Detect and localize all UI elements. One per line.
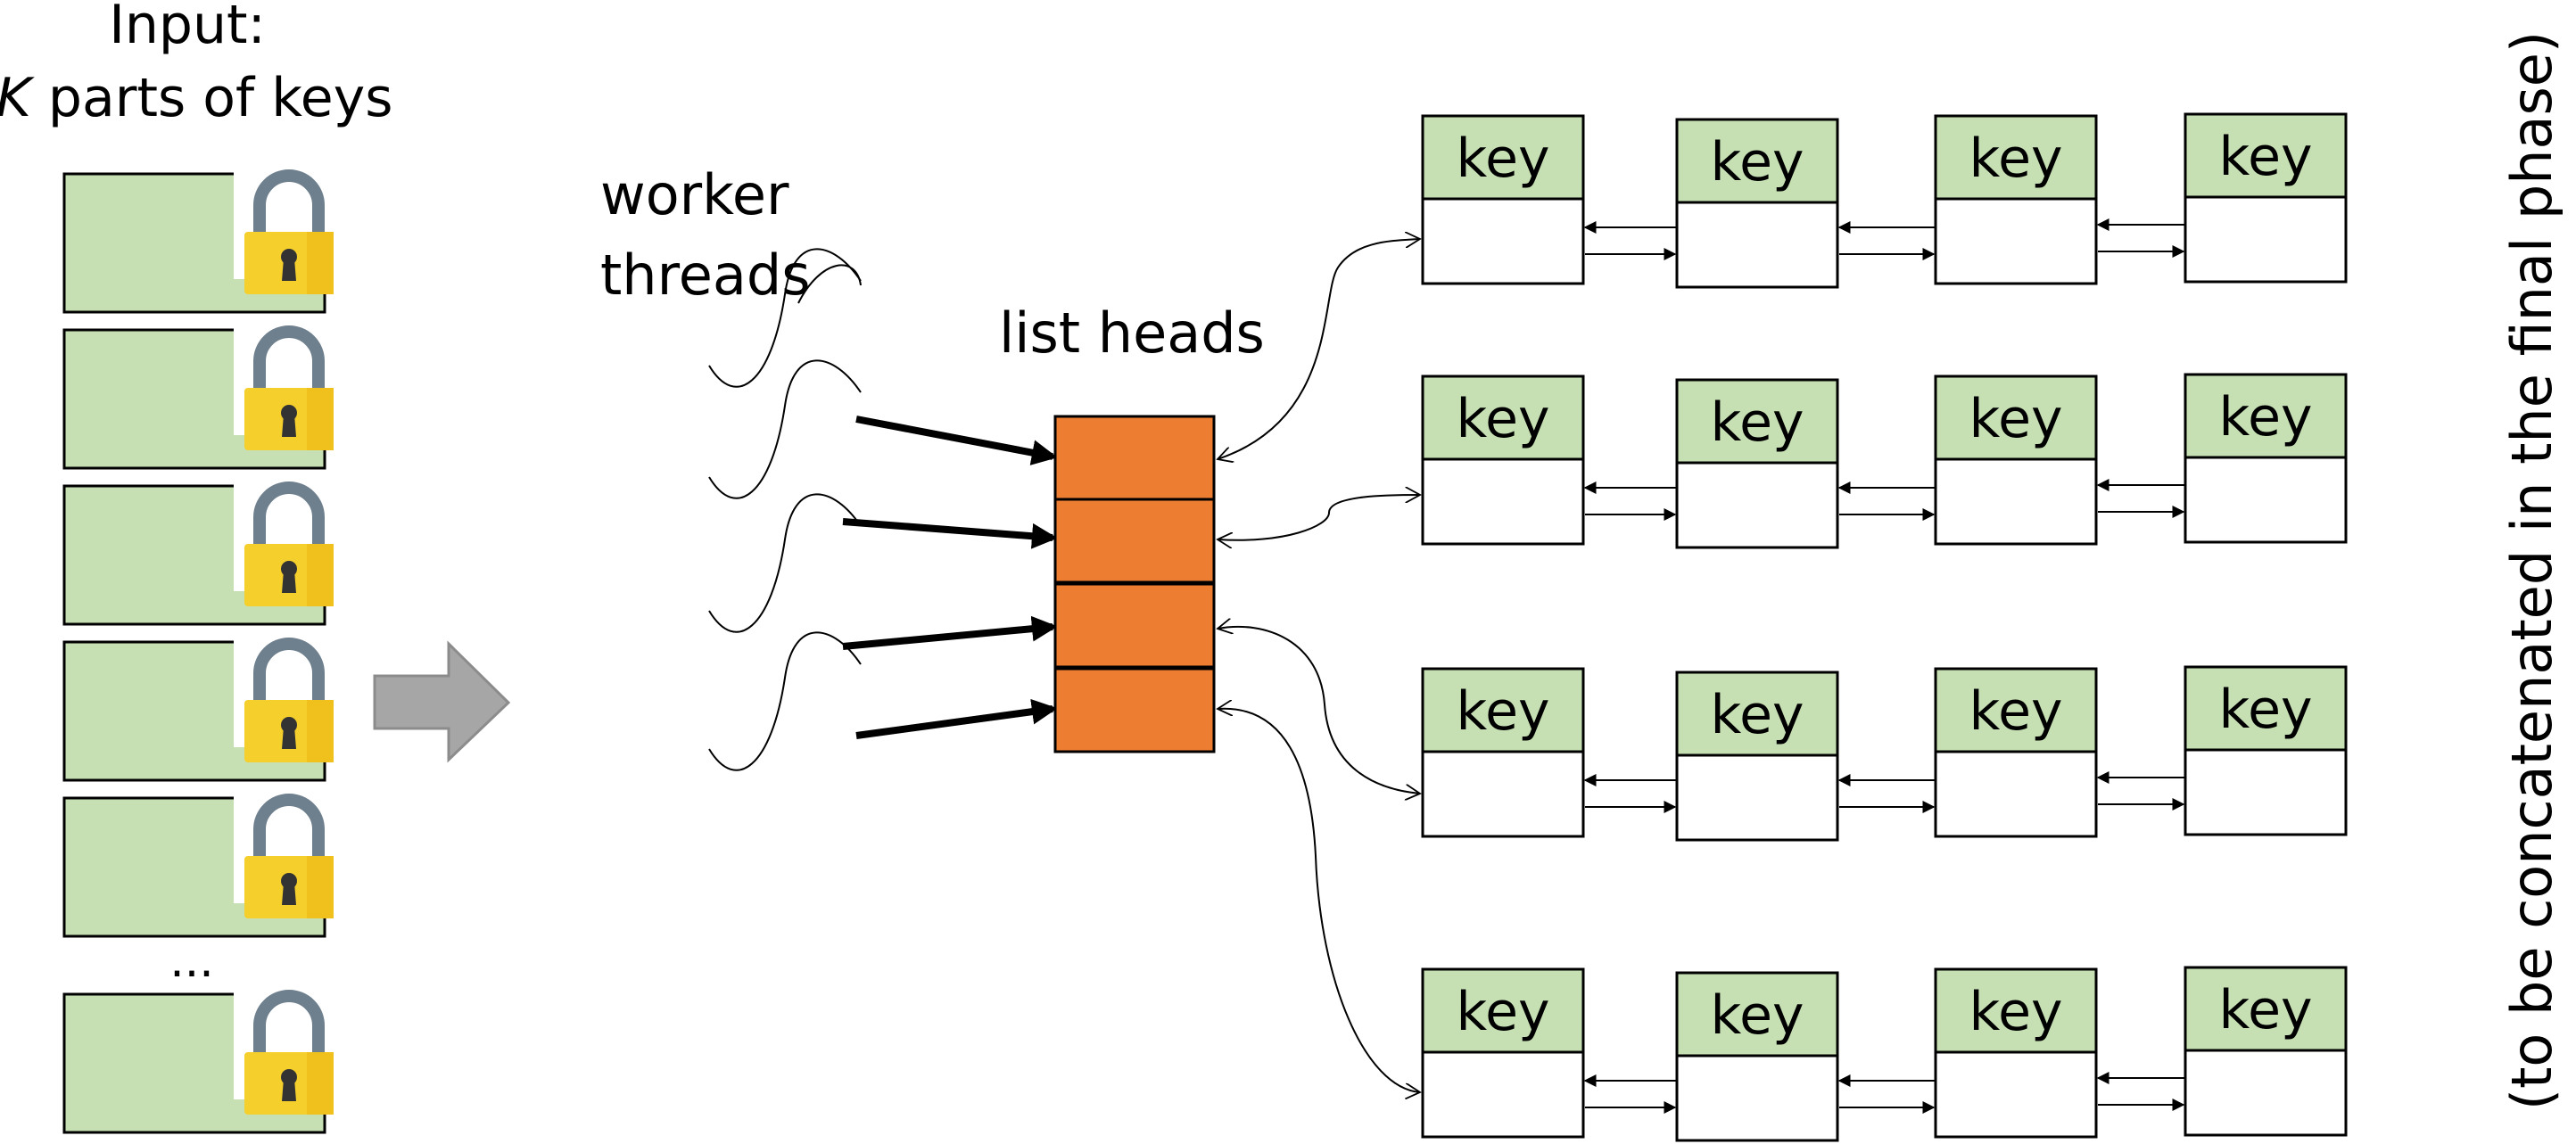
node-key-label: key bbox=[1969, 388, 2062, 450]
linked-list-row: key key key key bbox=[1421, 112, 2348, 289]
input-block bbox=[62, 794, 334, 938]
worker-threads-label-line2: threads bbox=[600, 243, 811, 308]
padlock-icon bbox=[244, 638, 334, 762]
list-node: key bbox=[2184, 966, 2348, 1137]
input-title-line1: Input: bbox=[109, 0, 266, 56]
list-node: key bbox=[1934, 114, 2185, 285]
node-key-label: key bbox=[1969, 128, 2062, 190]
node-key-label: key bbox=[1456, 128, 1549, 190]
input-title-line2: K parts of keys bbox=[0, 67, 393, 129]
thread-arrow bbox=[842, 518, 1058, 549]
list-node: key bbox=[2184, 665, 2348, 836]
node-key-label: key bbox=[1456, 981, 1549, 1043]
node-key-label: key bbox=[2218, 126, 2312, 188]
list-node: key bbox=[1675, 971, 1936, 1142]
list-node: key bbox=[1675, 671, 1936, 842]
padlock-icon bbox=[244, 794, 334, 918]
head-connectors bbox=[1218, 239, 1420, 1092]
node-key-label: key bbox=[1710, 984, 1804, 1047]
linked-list-row: key key key key bbox=[1421, 966, 2348, 1142]
head-to-list-connector bbox=[1218, 709, 1420, 1092]
thread-squiggle bbox=[708, 631, 862, 771]
list-head-slot bbox=[1053, 498, 1216, 584]
list-node: key bbox=[2184, 112, 2348, 284]
right-arrow-icon bbox=[373, 640, 511, 763]
list-node: key bbox=[1934, 967, 2185, 1139]
node-key-label: key bbox=[1969, 981, 2062, 1043]
input-block bbox=[62, 481, 334, 626]
thread-arrow bbox=[842, 615, 1058, 650]
node-key-label: key bbox=[2218, 979, 2312, 1041]
thread-squiggle bbox=[708, 359, 862, 499]
head-to-list-connector bbox=[1218, 627, 1420, 794]
side-note: (to be concatenated in the final phase) bbox=[2499, 31, 2564, 1110]
input-block bbox=[62, 990, 334, 1134]
thread-arrow bbox=[855, 416, 1058, 465]
input-block bbox=[62, 638, 334, 782]
thread-squiggle bbox=[708, 493, 862, 633]
list-head-slot bbox=[1053, 582, 1216, 669]
head-to-list-connector bbox=[1218, 239, 1420, 459]
list-node: key bbox=[1934, 374, 2185, 546]
input-block bbox=[62, 325, 334, 470]
list-heads-label: list heads bbox=[999, 300, 1265, 366]
input-title-rest: parts of keys bbox=[31, 67, 393, 129]
list-node: key bbox=[1675, 378, 1936, 549]
list-node: key bbox=[1421, 667, 1677, 838]
node-key-label: key bbox=[1456, 680, 1549, 743]
thread-squiggle bbox=[708, 248, 862, 388]
worker-threads bbox=[708, 248, 1058, 771]
list-node: key bbox=[1934, 667, 2185, 838]
node-key-label: key bbox=[2218, 386, 2312, 449]
linked-list-row: key key key key bbox=[1421, 665, 2348, 842]
node-key-label: key bbox=[1710, 391, 1804, 454]
list-node: key bbox=[1421, 374, 1677, 546]
node-key-label: key bbox=[2218, 679, 2312, 741]
input-blocks bbox=[62, 169, 334, 1134]
list-heads-stack bbox=[1053, 415, 1216, 753]
padlock-icon bbox=[244, 990, 334, 1115]
node-key-label: key bbox=[1710, 684, 1804, 746]
list-node: key bbox=[1675, 118, 1936, 289]
list-node: key bbox=[2184, 373, 2348, 544]
thread-arrow bbox=[855, 698, 1058, 739]
input-block bbox=[62, 169, 334, 314]
head-to-list-connector bbox=[1218, 495, 1420, 540]
padlock-icon bbox=[244, 325, 334, 450]
ellipsis-label: ... bbox=[169, 934, 214, 988]
worker-threads-label-line1: worker bbox=[600, 162, 789, 227]
padlock-icon bbox=[244, 169, 334, 294]
list-node: key bbox=[1421, 114, 1677, 285]
input-title-k: K bbox=[0, 67, 35, 129]
padlock-icon bbox=[244, 481, 334, 606]
linked-list-row: key key key key bbox=[1421, 373, 2348, 549]
node-key-label: key bbox=[1969, 680, 2062, 743]
node-key-label: key bbox=[1456, 388, 1549, 450]
list-head-slot bbox=[1053, 667, 1216, 753]
list-head-slot bbox=[1053, 415, 1216, 501]
node-key-label: key bbox=[1710, 131, 1804, 193]
list-node: key bbox=[1421, 967, 1677, 1139]
